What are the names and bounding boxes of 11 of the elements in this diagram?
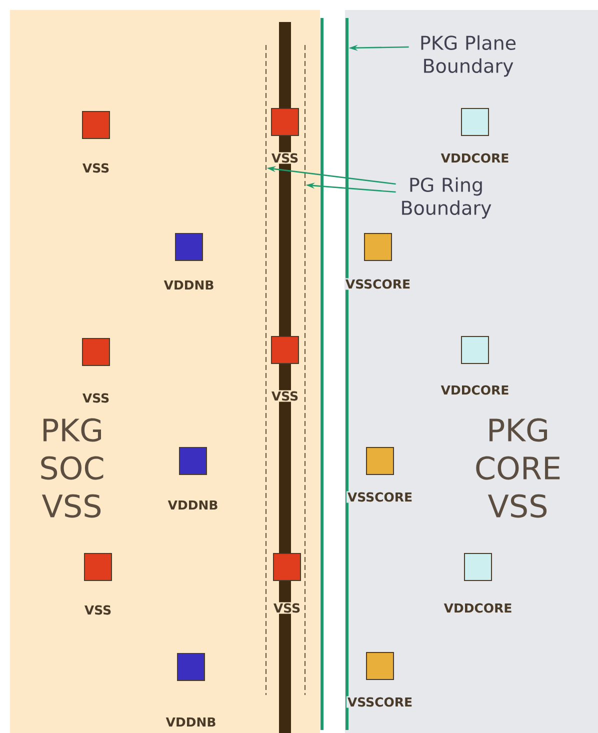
pad-label: VSSCORE [344, 278, 412, 290]
pad-label: VDDCORE [442, 602, 514, 614]
dashed-boundary-line [304, 44, 306, 696]
pad-label: VDDCORE [440, 152, 510, 164]
region-label: PKG CORE VSS [476, 418, 560, 518]
pad-label: VSSCORE [346, 696, 414, 708]
pad-label: VDDCORE [440, 384, 510, 396]
annotation-text: PKG Plane Boundary [409, 35, 527, 77]
pad-label: VSSCORE [346, 491, 414, 503]
annotation-text: PG Ring Boundary [396, 177, 496, 219]
region-label: PKG SOC VSS [41, 418, 104, 518]
